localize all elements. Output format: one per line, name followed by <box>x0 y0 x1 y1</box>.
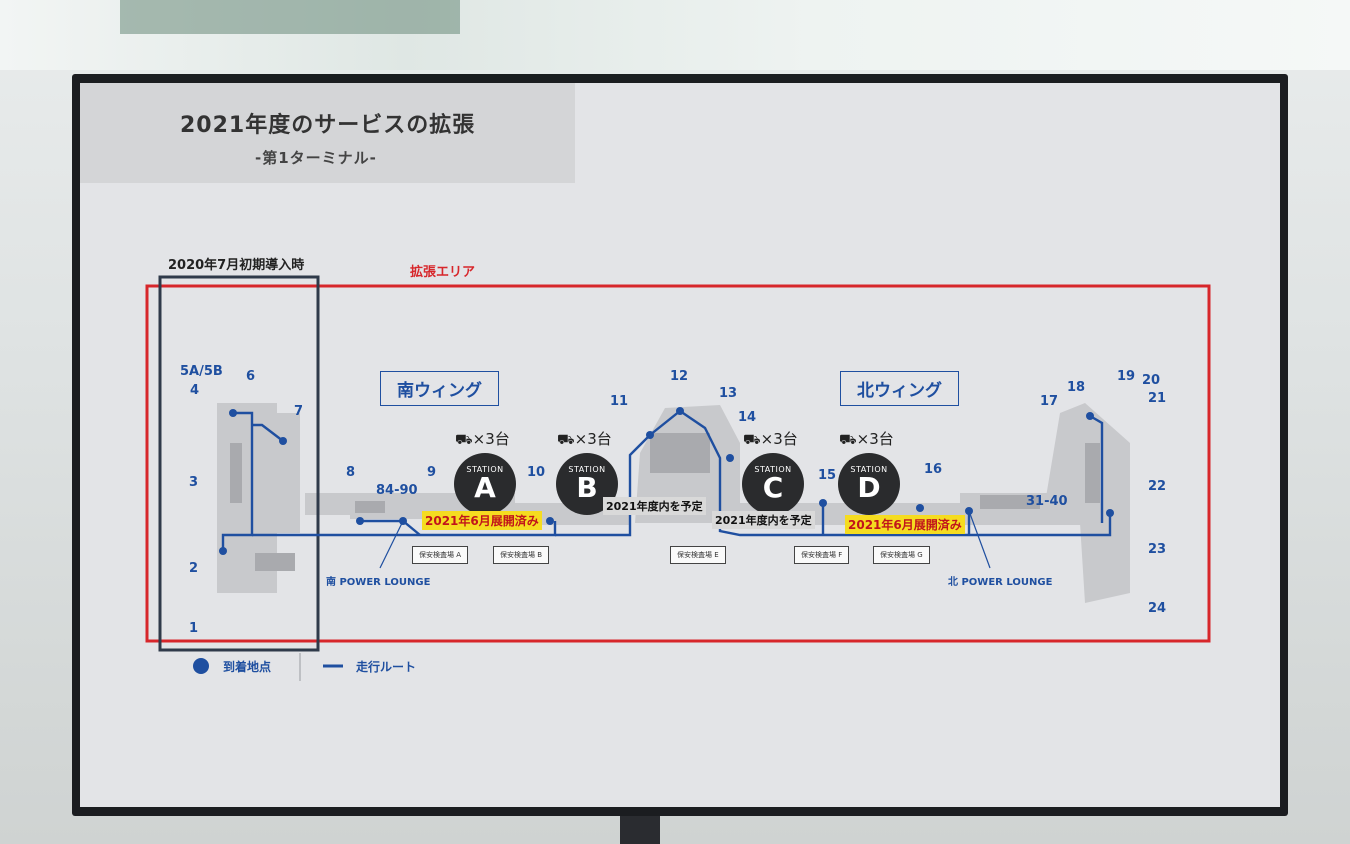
monitor-stand <box>620 816 660 844</box>
status-tag-a: 2021年6月展開済み <box>422 511 542 530</box>
floor-plan-dark <box>230 433 1100 571</box>
gate-13: 13 <box>719 386 738 401</box>
station-b-count: ⛟×3台 <box>557 430 612 448</box>
terminal-map <box>145 275 1211 681</box>
initial-intro-label: 2020年7月初期導入時 <box>168 258 305 273</box>
gate-2: 2 <box>189 561 199 576</box>
gate-5a5b: 5A/5B <box>180 364 223 379</box>
gate-21: 21 <box>1148 391 1167 406</box>
arrival-points <box>219 407 1114 555</box>
north-lounge-leader <box>968 510 991 569</box>
gate-8: 8 <box>346 465 356 480</box>
station-c-count: ⛟×3台 <box>743 430 798 448</box>
south-wing-label: 南ウィング <box>380 371 499 406</box>
station-d-count: ⛟×3台 <box>839 430 894 448</box>
title-band <box>80 83 575 183</box>
gate-19: 19 <box>1117 369 1136 384</box>
legend-route-label: 走行ルート <box>356 660 417 674</box>
legend-arrival-label: 到着地点 <box>223 660 272 674</box>
slide-title: 2021年度のサービスの拡張 <box>180 113 476 138</box>
north-wing-label: 北ウィング <box>840 371 959 406</box>
gate-3: 3 <box>189 475 199 490</box>
gate-16: 16 <box>924 462 943 477</box>
gate-22: 22 <box>1148 479 1167 494</box>
gate-1: 1 <box>189 621 199 636</box>
gate-4: 4 <box>190 383 200 398</box>
checkpoint-e: 保安検査場 E <box>670 546 726 564</box>
cart-icon: ⛟ <box>743 432 761 448</box>
cart-icon: ⛟ <box>839 432 857 448</box>
north-power-lounge: 北 POWER LOUNGE <box>948 577 1053 588</box>
expansion-area-label: 拡張エリア <box>410 265 476 280</box>
south-power-lounge: 南 POWER LOUNGE <box>326 577 431 588</box>
gate-15: 15 <box>818 468 837 483</box>
slide-subtitle: -第1ターミナル- <box>255 149 377 167</box>
room-window <box>120 0 460 34</box>
travel-routes <box>221 409 1112 551</box>
south-lounge-leader <box>379 520 404 569</box>
checkpoint-f: 保安検査場 F <box>794 546 850 564</box>
gate-17: 17 <box>1040 394 1059 409</box>
cart-icon: ⛟ <box>557 432 575 448</box>
gate-9: 9 <box>427 465 437 480</box>
gate-23: 23 <box>1148 542 1167 557</box>
gate-24: 24 <box>1148 601 1167 616</box>
status-tag-d: 2021年6月展開済み <box>845 515 965 534</box>
gate-10: 10 <box>527 465 546 480</box>
station-a-count: ⛟×3台 <box>455 430 510 448</box>
checkpoint-a: 保安検査場 A <box>412 546 469 564</box>
initial-intro-frame <box>158 275 320 652</box>
gate-7: 7 <box>294 404 304 419</box>
gate-84-90: 84-90 <box>376 483 418 498</box>
gate-14: 14 <box>738 410 757 425</box>
cart-icon: ⛟ <box>455 432 473 448</box>
gate-6: 6 <box>246 369 256 384</box>
status-tag-b: 2021年度内を予定 <box>603 497 706 515</box>
gate-12: 12 <box>670 369 689 384</box>
gate-31-40: 31-40 <box>1026 494 1068 509</box>
gate-18: 18 <box>1067 380 1086 395</box>
status-tag-c: 2021年度内を予定 <box>712 511 815 529</box>
checkpoint-b: 保安検査場 B <box>493 546 550 564</box>
monitor-screen: 2021年度のサービスの拡張 -第1ターミナル- <box>80 83 1280 807</box>
gate-11: 11 <box>610 394 629 409</box>
checkpoint-g: 保安検査場 G <box>873 546 930 564</box>
expansion-area-frame <box>145 284 1211 643</box>
legend-arrival-dot <box>193 658 209 674</box>
gate-20: 20 <box>1142 373 1161 388</box>
